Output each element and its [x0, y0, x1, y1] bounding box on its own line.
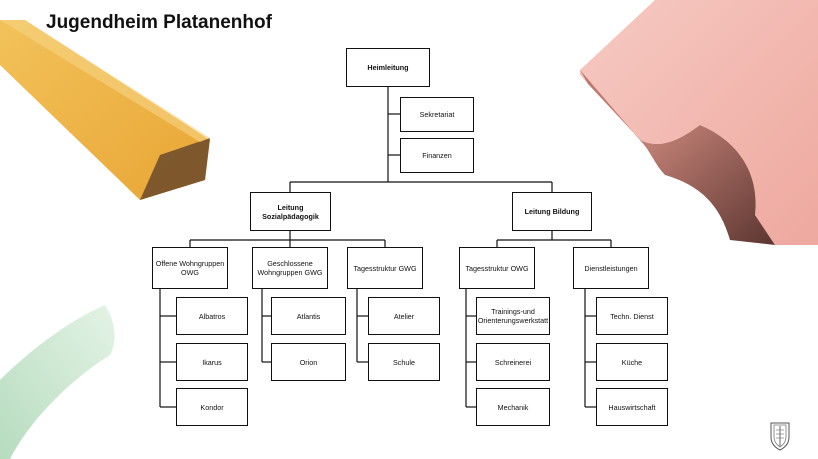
box-label: Atelier — [393, 311, 415, 321]
label-line: Leitung — [277, 202, 304, 212]
box-label: Hauswirtschaft — [608, 402, 656, 412]
box-label: Leitung Bildung — [524, 207, 580, 216]
box-label: Orion — [299, 357, 318, 367]
box-label: Ikarus — [202, 357, 222, 367]
orange-bar-shape — [0, 20, 210, 200]
box-label: Finanzen — [422, 151, 452, 160]
box-finanzen: Finanzen — [400, 138, 474, 173]
page-title: Jugendheim Platanenhof — [46, 12, 272, 33]
label-line: Geschlossene — [267, 259, 313, 268]
box-tagesstruktur-owg: Tagesstruktur OWG — [459, 247, 535, 289]
label-line: Sozialpädagogik — [262, 211, 319, 221]
box-offene-wohngruppen: Offene Wohngruppen OWG — [152, 247, 228, 289]
box-kueche: Küche — [596, 343, 668, 381]
box-schreinerei: Schreinerei — [476, 343, 550, 381]
label-line: Offene Wohngruppen — [155, 259, 225, 268]
box-dienstleistungen: Dienstleistungen — [573, 247, 649, 289]
box-sekretariat: Sekretariat — [400, 97, 474, 132]
box-hauswirtschaft: Hauswirtschaft — [596, 388, 668, 426]
box-atlantis: Atlantis — [271, 297, 346, 335]
box-label: Schreinerei — [494, 357, 532, 367]
box-label: Dienstleistungen — [584, 263, 638, 273]
box-geschlossene-wohngruppen: Geschlossene Wohngruppen GWG — [252, 247, 328, 289]
label-line: Trainings-und — [491, 307, 535, 316]
box-kondor: Kondor — [176, 388, 248, 426]
box-label: Sekretariat — [419, 110, 455, 119]
box-label: Kondor — [200, 402, 224, 412]
box-label: Offene Wohngruppen OWG — [156, 259, 224, 277]
box-tagesstruktur-gwg: Tagesstruktur GWG — [347, 247, 423, 289]
box-schule: Schule — [368, 343, 440, 381]
green-arc-shape — [0, 305, 115, 459]
box-label: Schule — [393, 357, 415, 367]
box-albatros: Albatros — [176, 297, 248, 335]
box-label: Heimleitung — [367, 63, 409, 72]
box-leitung-bildung: Leitung Bildung — [512, 192, 592, 231]
box-orion: Orion — [271, 343, 346, 381]
coat-of-arms-icon — [770, 422, 790, 451]
box-label: Techn. Dienst — [610, 311, 654, 321]
box-label: Atlantis — [296, 311, 321, 321]
label-line: Wohngruppen GWG — [257, 268, 323, 277]
pink-c-shape — [580, 0, 818, 245]
label-line: Orienterungswerkstatt — [477, 316, 549, 325]
box-heimleitung: Heimleitung — [346, 48, 430, 87]
box-label: Mechanik — [497, 402, 529, 412]
box-label: Leitung Sozialpädagogik — [262, 203, 319, 221]
box-trainingswerkstatt: Trainings-und Orienterungswerkstatt — [476, 297, 550, 335]
box-label: Trainings-und Orienterungswerkstatt — [478, 307, 548, 325]
box-leitung-sozialpaedagogik: Leitung Sozialpädagogik — [250, 192, 331, 231]
box-atelier: Atelier — [368, 297, 440, 335]
box-label: Geschlossene Wohngruppen GWG — [258, 259, 323, 277]
box-label: Tagesstruktur GWG — [353, 263, 417, 273]
box-label: Albatros — [198, 311, 226, 321]
label-line: OWG — [181, 268, 199, 277]
box-mechanik: Mechanik — [476, 388, 550, 426]
box-label: Küche — [621, 357, 643, 367]
box-techn-dienst: Techn. Dienst — [596, 297, 668, 335]
box-label: Tagesstruktur OWG — [465, 263, 529, 273]
box-ikarus: Ikarus — [176, 343, 248, 381]
